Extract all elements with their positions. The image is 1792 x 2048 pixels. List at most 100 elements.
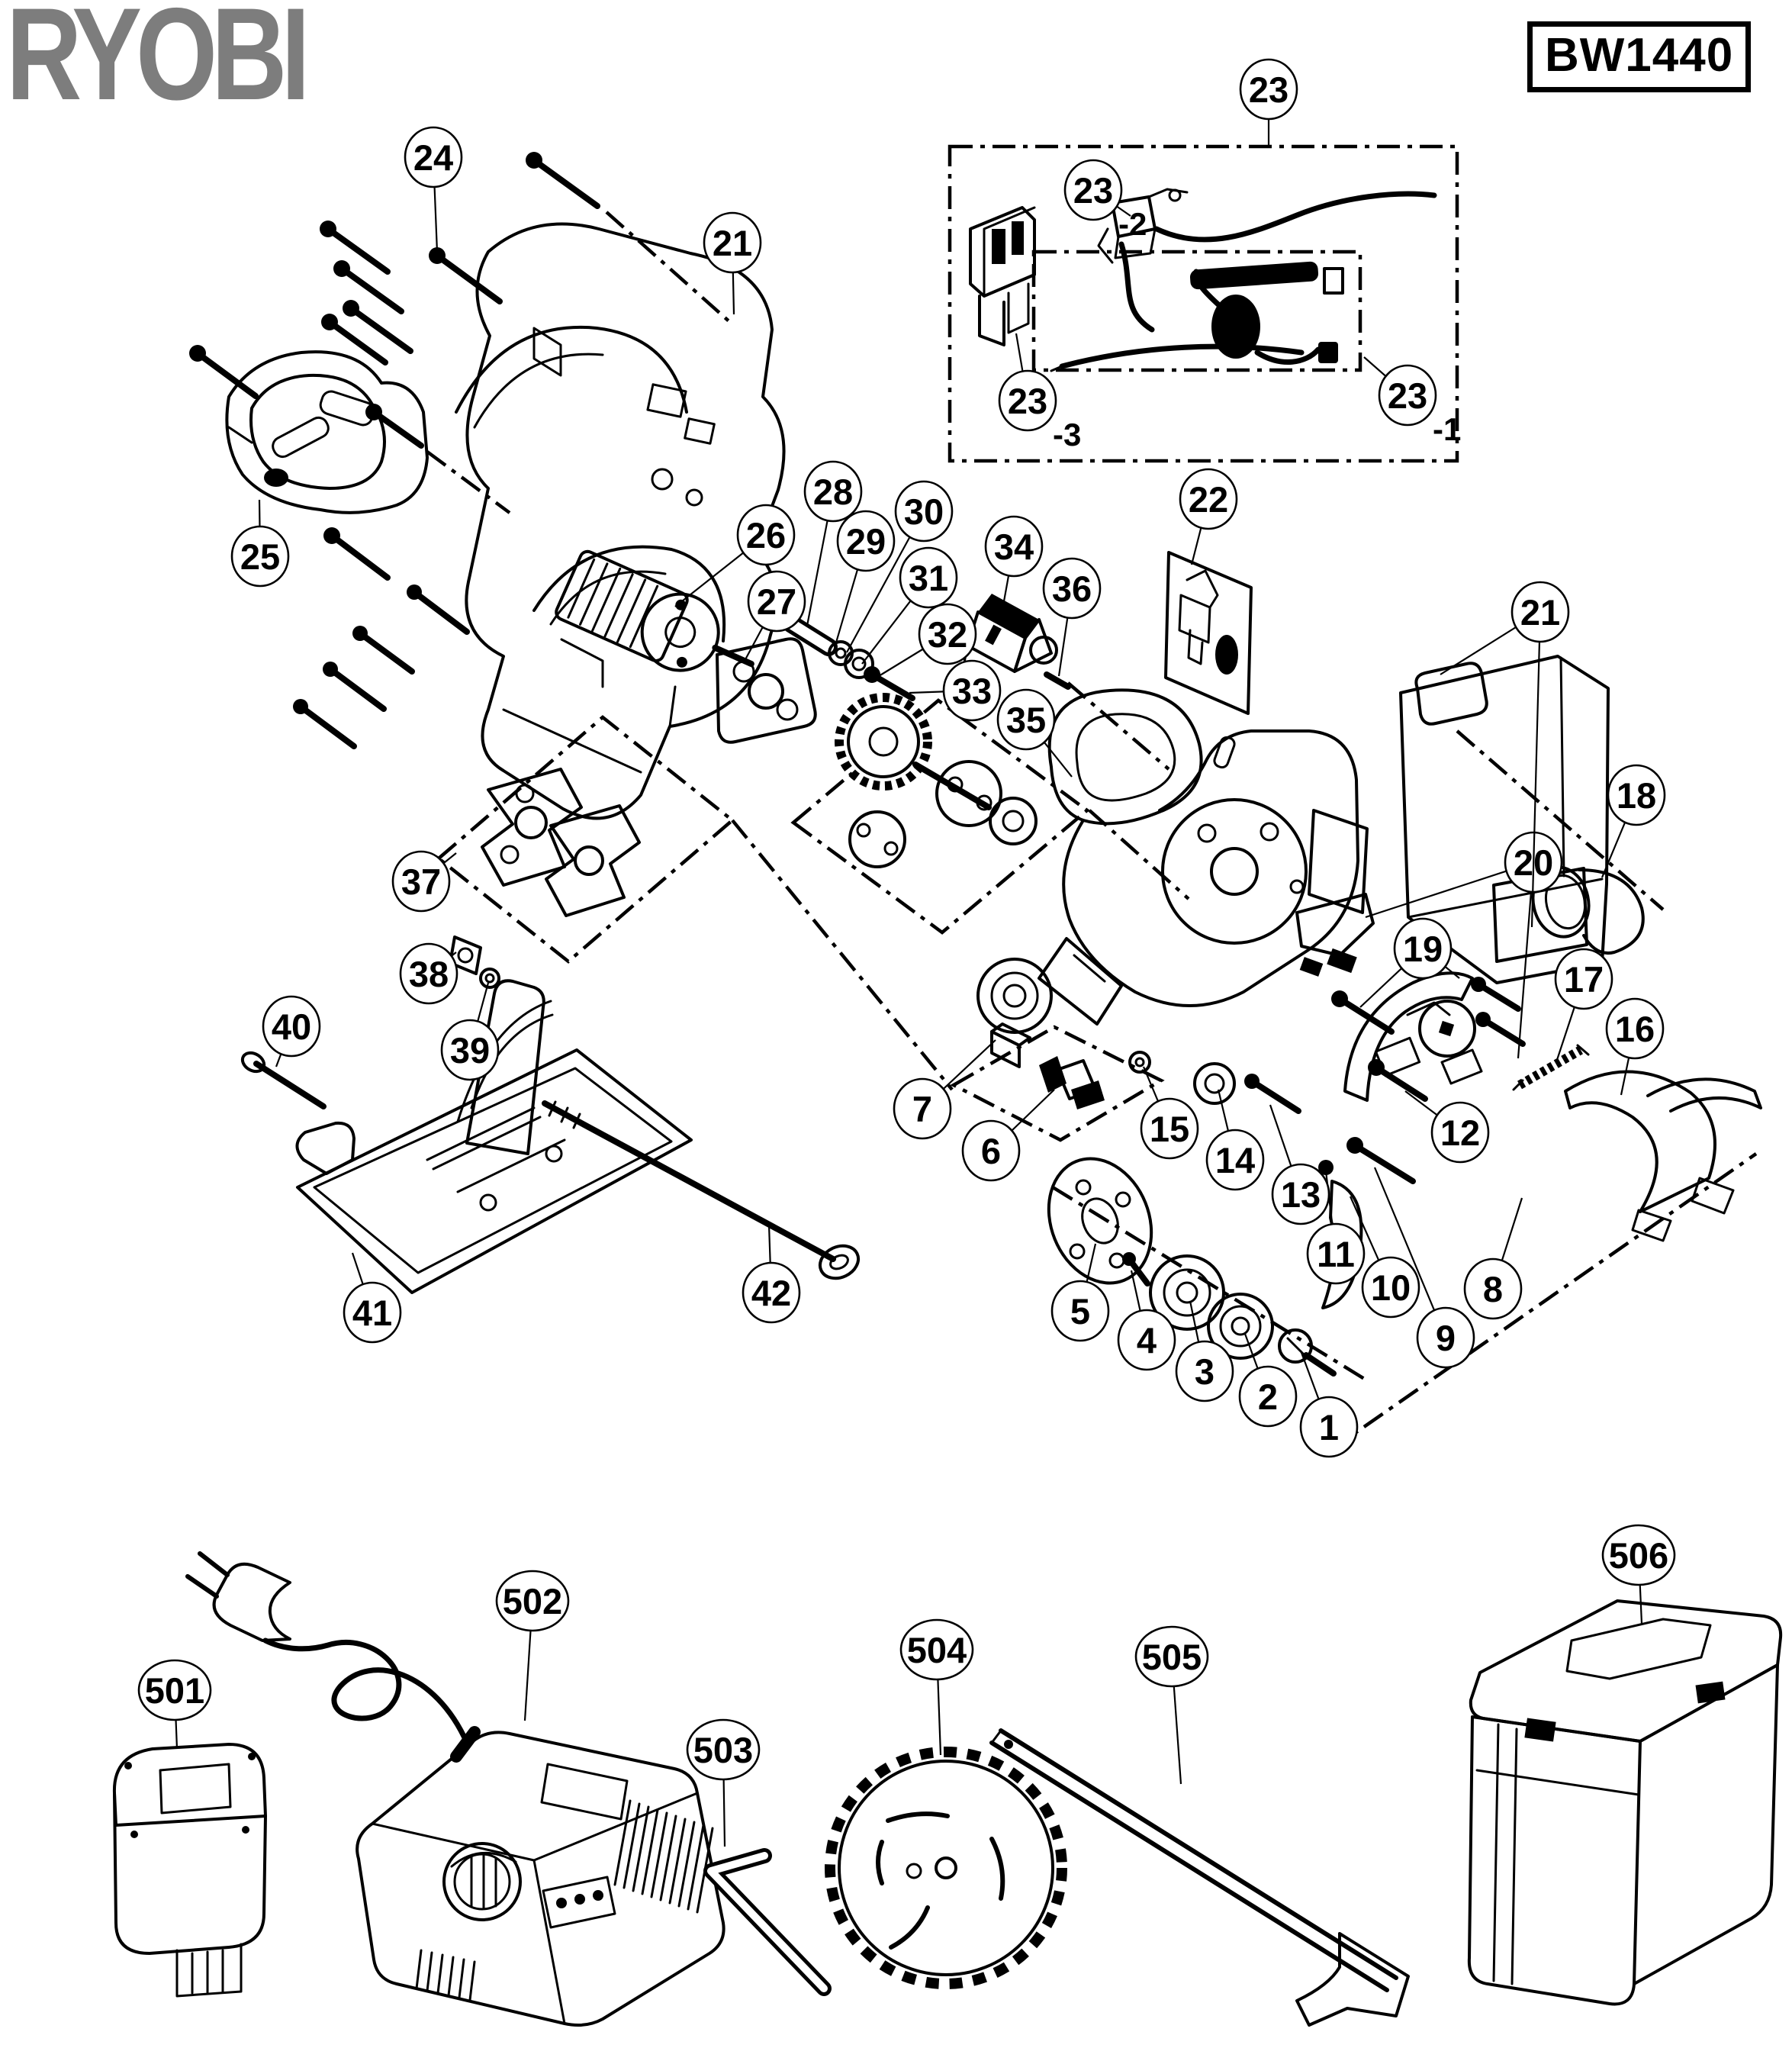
clip-parts-drawing — [950, 1022, 1165, 1142]
balloon-circle-23-2 — [1063, 159, 1123, 221]
balloon-label-29: 29 — [846, 521, 886, 562]
callout-504: 504 — [899, 1618, 974, 1756]
clamp-plates-drawing — [436, 715, 735, 964]
callout-23-3: 23-3 — [998, 333, 1081, 452]
balloon-label-22: 22 — [1189, 479, 1228, 520]
guard-bracket-drawing — [1295, 893, 1526, 1102]
balloon-circle-31 — [899, 546, 958, 609]
balloon-label-24: 24 — [413, 137, 453, 178]
balloon-label-32: 32 — [928, 614, 967, 655]
screw — [343, 300, 413, 354]
callout-33: 33 — [909, 659, 1002, 722]
callout-505: 505 — [1134, 1625, 1209, 1785]
balloon-circle-10 — [1361, 1256, 1420, 1319]
balloon-circle-36 — [1042, 557, 1102, 620]
callout-42: 42 — [742, 1224, 801, 1324]
balloon-label-42: 42 — [751, 1273, 791, 1313]
balloon-circle-4 — [1117, 1309, 1176, 1371]
balloon-label-37: 37 — [401, 861, 441, 902]
saw-blade-drawing — [825, 1747, 1067, 1989]
balloon-label-36: 36 — [1052, 568, 1092, 609]
balloon-label-39: 39 — [450, 1030, 490, 1071]
carry-case-drawing — [1467, 1599, 1783, 2006]
clutch-cover-drawing — [225, 350, 429, 514]
screw — [293, 699, 357, 749]
balloon-label-9: 9 — [1436, 1318, 1456, 1358]
callout-506: 506 — [1601, 1524, 1676, 1625]
balloon-label-33: 33 — [952, 671, 992, 711]
bolt — [1471, 977, 1521, 1012]
balloon-sublabel-23-1: -1 — [1433, 411, 1461, 447]
balloon-label-21-right: 21 — [1520, 592, 1560, 633]
balloon-label-35: 35 — [1006, 700, 1046, 740]
balloon-label-40: 40 — [272, 1006, 311, 1047]
balloon-circle-503 — [686, 1718, 761, 1781]
callout-29: 29 — [835, 510, 896, 643]
callout-23-2: 23-2 — [1063, 159, 1147, 242]
balloon-label-4: 4 — [1137, 1320, 1157, 1361]
balloon-circle-502 — [495, 1570, 570, 1632]
callout-30: 30 — [846, 480, 954, 653]
callout-4: 4 — [1117, 1270, 1176, 1371]
balloon-label-10: 10 — [1371, 1267, 1411, 1308]
callout-40: 40 — [262, 995, 321, 1067]
balloon-circle-42 — [742, 1261, 801, 1324]
balloon-label-21-left: 21 — [713, 223, 752, 263]
callout-14: 14 — [1205, 1089, 1265, 1191]
screw — [321, 314, 388, 365]
housing-left-drawing — [455, 222, 786, 820]
balloon-circle-26 — [736, 504, 796, 566]
balloon-circle-23-3 — [998, 369, 1057, 432]
callout-21-left: 21 — [703, 211, 762, 315]
balloon-sublabel-23-3: -3 — [1053, 417, 1081, 452]
balloon-circle-21-left — [703, 211, 762, 274]
balloon-label-30: 30 — [904, 491, 944, 532]
rip-fence-drawing — [989, 1728, 1410, 2027]
balloon-circle-3 — [1175, 1340, 1234, 1402]
callout-10: 10 — [1349, 1196, 1420, 1319]
balloon-label-7: 7 — [912, 1089, 932, 1129]
balloon-label-504: 504 — [907, 1630, 967, 1670]
balloon-circle-505 — [1134, 1625, 1209, 1688]
gear-assembly-drawing — [790, 693, 1090, 1034]
bolt — [1368, 1059, 1428, 1102]
callout-26: 26 — [674, 504, 796, 607]
balloon-label-16: 16 — [1615, 1009, 1655, 1049]
power-plug — [185, 1551, 291, 1642]
balloon-label-34: 34 — [994, 526, 1034, 567]
balloon-label-25: 25 — [240, 536, 280, 577]
balloon-circle-38 — [399, 942, 458, 1005]
balloon-label-28: 28 — [813, 472, 853, 512]
screw — [323, 527, 391, 581]
callout-1: 1 — [1299, 1350, 1359, 1458]
balloon-label-27: 27 — [757, 581, 796, 622]
balloon-label-505: 505 — [1142, 1637, 1202, 1677]
balloon-circle-506 — [1601, 1524, 1676, 1586]
balloon-circle-13 — [1271, 1163, 1330, 1225]
charger-drawing — [185, 1551, 725, 2027]
switch-label-plate-drawing — [1164, 551, 1253, 715]
balloon-label-1: 1 — [1319, 1407, 1339, 1447]
bolt — [1346, 1137, 1416, 1184]
balloon-label-23-2: 23 — [1073, 170, 1113, 211]
balloon-circle-12 — [1430, 1101, 1490, 1164]
screw — [333, 260, 404, 314]
balloon-label-19: 19 — [1403, 929, 1443, 969]
screw — [352, 626, 415, 675]
balloon-label-13: 13 — [1281, 1174, 1321, 1215]
balloon-circle-1 — [1299, 1396, 1359, 1458]
balloon-label-5: 5 — [1070, 1291, 1090, 1332]
balloon-circle-33 — [942, 659, 1002, 722]
balloon-label-38: 38 — [409, 954, 449, 994]
balloon-label-26: 26 — [746, 515, 786, 555]
balloon-circle-30 — [894, 480, 954, 543]
balloon-circle-23-1 — [1378, 364, 1437, 427]
bolt — [1331, 990, 1395, 1035]
balloon-circle-15 — [1140, 1097, 1199, 1160]
balloon-circle-29 — [836, 510, 896, 572]
callout-36: 36 — [1042, 557, 1102, 677]
shaft-parts-drawing — [783, 615, 1071, 701]
balloon-circle-23 — [1239, 58, 1298, 121]
